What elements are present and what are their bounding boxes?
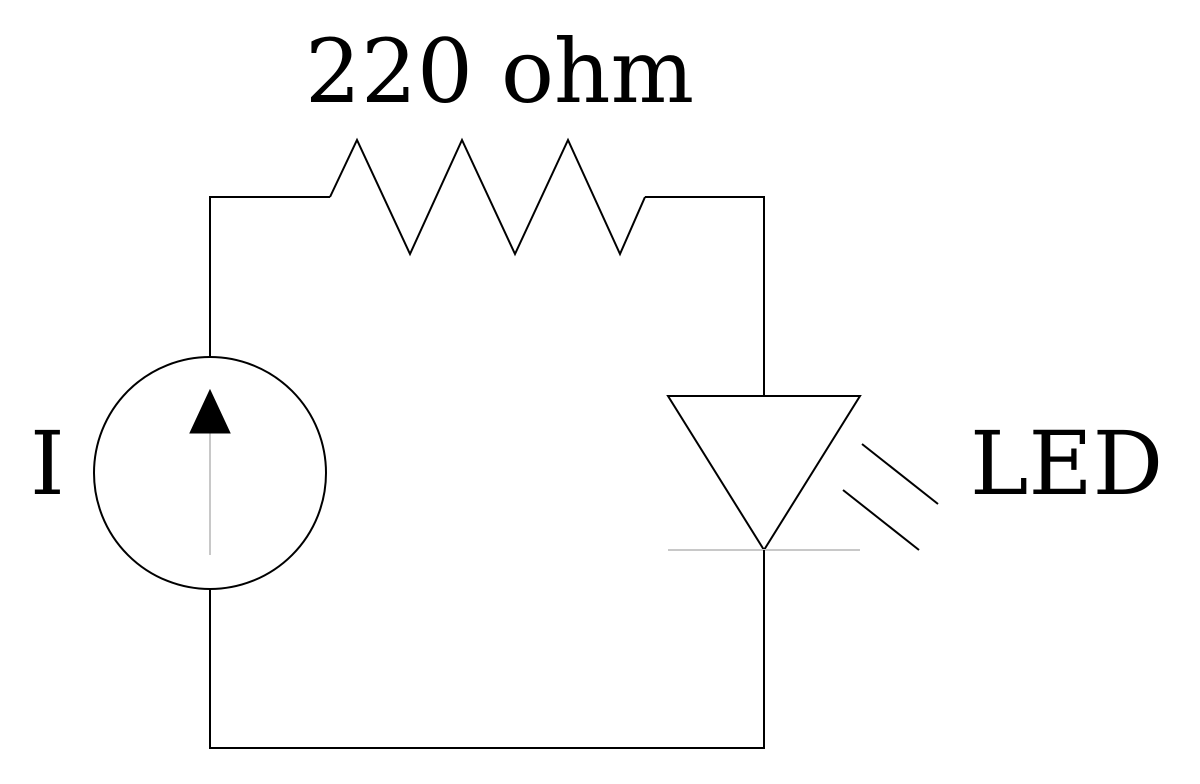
wire-bottom bbox=[209, 550, 765, 749]
current-source-label: I bbox=[30, 412, 65, 515]
current-source-circle bbox=[93, 356, 327, 590]
led-triangle bbox=[666, 395, 862, 552]
led-label: LED bbox=[970, 412, 1164, 515]
wire-top-right bbox=[645, 196, 765, 396]
led-emission-line-2 bbox=[842, 489, 920, 551]
wire-top-left bbox=[209, 196, 330, 356]
led-emission-line-1 bbox=[861, 443, 939, 505]
resistor-label: 220 ohm bbox=[305, 20, 695, 123]
resistor-symbol bbox=[329, 137, 646, 257]
current-source-arrowhead-icon bbox=[189, 388, 231, 434]
